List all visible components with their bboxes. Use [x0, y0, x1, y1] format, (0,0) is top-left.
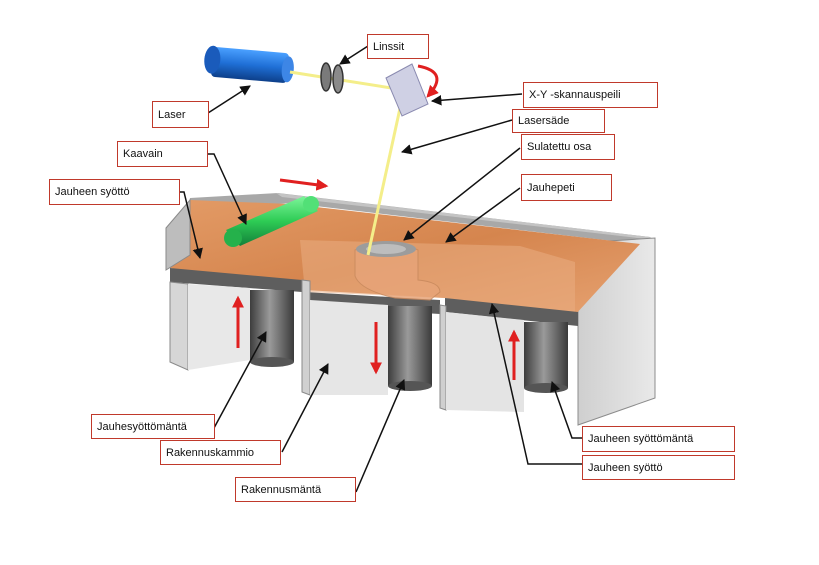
- label-rakennusmanta: Rakennusmäntä: [235, 477, 356, 502]
- label-jauhesyottomanta: Jauhesyöttömäntä: [91, 414, 215, 439]
- label-linssit: Linssit: [367, 34, 429, 59]
- label-jauheen-syotto-left: Jauheen syöttö: [49, 179, 180, 205]
- machine-housing: [165, 193, 656, 426]
- label-rakennuskammio: Rakennuskammio: [160, 440, 281, 465]
- sintered-part: [354, 241, 441, 301]
- leader-lines: [179, 45, 582, 493]
- label-jauheen-syotto-right: Jauheen syöttö: [582, 455, 735, 480]
- label-jauhepeti: Jauhepeti: [521, 174, 612, 201]
- mirror-icon: [385, 63, 429, 117]
- label-xy-skannauspeili: X-Y -skannauspeili: [523, 82, 658, 108]
- recoater-roller-icon: [224, 196, 319, 247]
- label-jauheen-syottomanta: Jauheen syöttömäntä: [582, 426, 735, 452]
- label-lasersade: Lasersäde: [512, 109, 605, 133]
- label-kaavain: Kaavain: [117, 141, 208, 167]
- label-sulatettu-osa: Sulatettu osa: [521, 134, 615, 160]
- motion-arrows: [232, 64, 520, 380]
- label-laser: Laser: [152, 101, 209, 128]
- laser-icon: [204, 45, 294, 83]
- lens-icon: [320, 62, 344, 94]
